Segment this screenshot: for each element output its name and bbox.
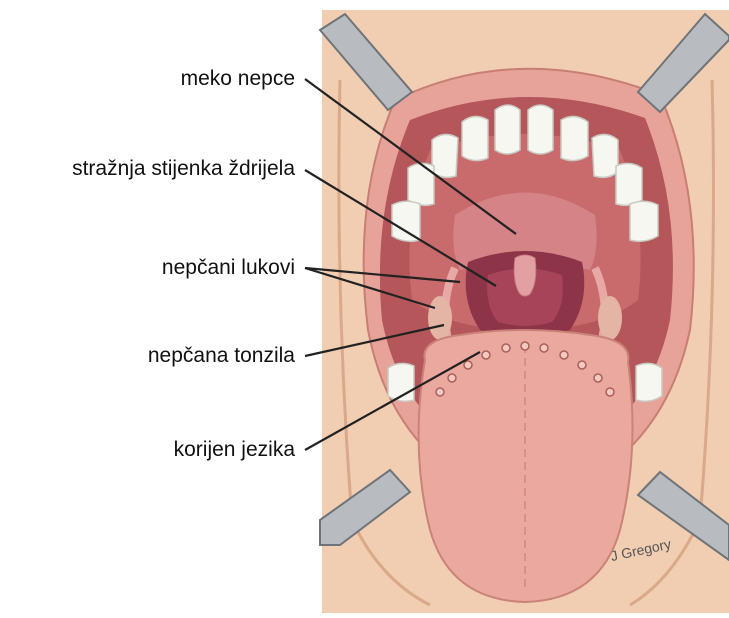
label-posterior-pharyngeal-wall: stražnja stijenka ždrijela: [72, 157, 295, 181]
tonsil-right: [598, 296, 622, 340]
uvula: [514, 255, 536, 296]
label-soft-palate: meko nepce: [181, 67, 295, 91]
label-tongue-root: korijen jezika: [174, 438, 295, 462]
tonsil-left: [428, 296, 452, 340]
label-palatal-arches: nepčani lukovi: [162, 256, 295, 280]
label-palatine-tonsil: nepčana tonzila: [148, 344, 295, 368]
